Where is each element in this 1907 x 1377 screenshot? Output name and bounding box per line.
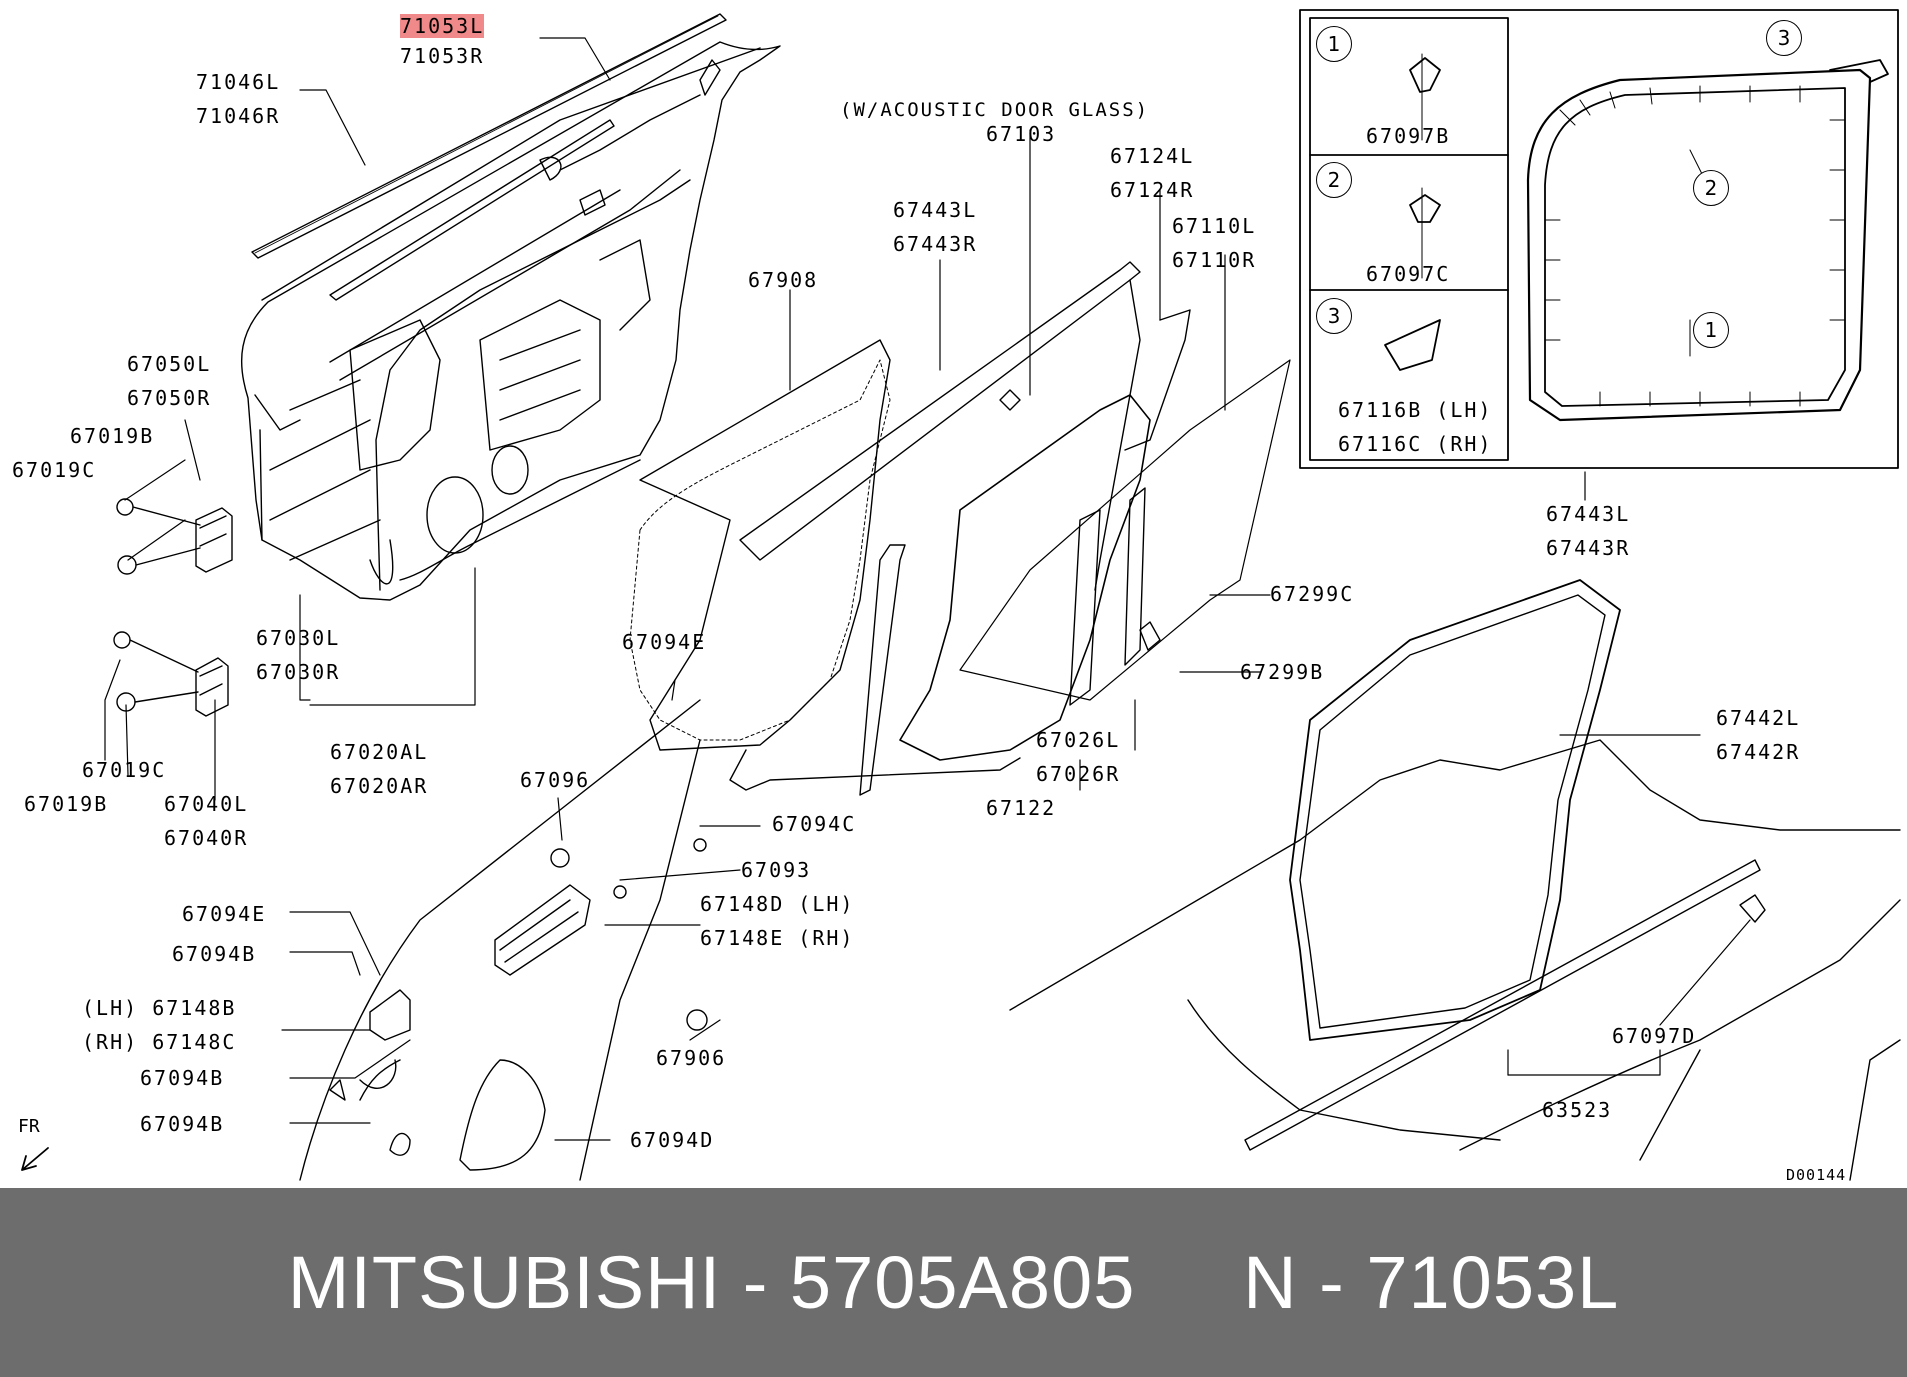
label-67030L[interactable]: 67030L xyxy=(256,626,341,650)
label-71046R[interactable]: 71046R xyxy=(196,104,281,128)
label-71053R[interactable]: 71053R xyxy=(400,44,485,68)
label-67124L[interactable]: 67124L xyxy=(1110,144,1195,168)
label-67026R[interactable]: 67026R xyxy=(1036,762,1121,786)
label-67299B[interactable]: 67299B xyxy=(1240,660,1325,684)
clip-inset xyxy=(1299,9,1899,469)
label-67094E-left[interactable]: 67094E xyxy=(182,902,267,926)
label-67097B[interactable]: 67097B xyxy=(1366,124,1451,148)
diagram-reference-code: D00144 xyxy=(1786,1166,1847,1184)
label-67906[interactable]: 67906 xyxy=(656,1046,727,1070)
label-67097C[interactable]: 67097C xyxy=(1366,262,1451,286)
callout-1-inset: 1 xyxy=(1316,26,1352,62)
label-67096[interactable]: 67096 xyxy=(520,768,591,792)
label-67020AR[interactable]: 67020AR xyxy=(330,774,429,798)
fr-label: FR xyxy=(18,1116,40,1137)
label-67116B[interactable]: 67116B (LH) xyxy=(1338,398,1493,422)
label-67019B-top[interactable]: 67019B xyxy=(70,424,155,448)
label-67443L-top[interactable]: 67443L xyxy=(893,198,978,222)
label-acoustic: (W/ACOUSTIC DOOR GLASS) xyxy=(840,99,1150,121)
label-67094B-2[interactable]: 67094B xyxy=(140,1066,225,1090)
label-67443R-right[interactable]: 67443R xyxy=(1546,536,1631,560)
label-67094C[interactable]: 67094C xyxy=(772,812,857,836)
label-67148D[interactable]: 67148D (LH) xyxy=(700,892,855,916)
label-67094E-top[interactable]: 67094E xyxy=(622,630,707,654)
label-67116C[interactable]: 67116C (RH) xyxy=(1338,432,1493,456)
label-71046L[interactable]: 71046L xyxy=(196,70,281,94)
label-67026L[interactable]: 67026L xyxy=(1036,728,1121,752)
sealing-sheet xyxy=(629,359,891,741)
label-67093[interactable]: 67093 xyxy=(741,858,812,882)
label-67097D[interactable]: 67097D xyxy=(1612,1024,1697,1048)
callout-3-inset: 3 xyxy=(1316,298,1352,334)
label-67442L[interactable]: 67442L xyxy=(1716,706,1801,730)
label-67020AL[interactable]: 67020AL xyxy=(330,740,429,764)
label-67050R[interactable]: 67050R xyxy=(127,386,212,410)
parts-diagram xyxy=(21,9,1901,1181)
label-67908[interactable]: 67908 xyxy=(748,268,819,292)
label-67299C[interactable]: 67299C xyxy=(1270,582,1355,606)
callout-1-seal: 1 xyxy=(1693,312,1729,348)
label-67040L[interactable]: 67040L xyxy=(164,792,249,816)
label-67094D[interactable]: 67094D xyxy=(630,1128,715,1152)
footer-bar: MITSUBISHI - 5705A805 N - 71053L xyxy=(0,1188,1907,1377)
door-glass-area xyxy=(639,261,1291,796)
label-67148E[interactable]: 67148E (RH) xyxy=(700,926,855,950)
body-opening-area xyxy=(1009,579,1901,1181)
callout-3-seal: 3 xyxy=(1766,20,1802,56)
label-67030R[interactable]: 67030R xyxy=(256,660,341,684)
hinge-lower xyxy=(113,631,229,717)
label-67110L[interactable]: 67110L xyxy=(1172,214,1257,238)
label-67148B[interactable]: (LH) 67148B xyxy=(82,996,237,1020)
hinge-upper xyxy=(116,498,233,575)
door-trim-area xyxy=(299,699,708,1181)
label-67443L-right[interactable]: 67443L xyxy=(1546,502,1631,526)
label-67124R[interactable]: 67124R xyxy=(1110,178,1195,202)
label-67122[interactable]: 67122 xyxy=(986,796,1057,820)
label-67110R[interactable]: 67110R xyxy=(1172,248,1257,272)
label-67019B-bottom[interactable]: 67019B xyxy=(24,792,109,816)
label-67094B-1[interactable]: 67094B xyxy=(172,942,257,966)
label-71053L[interactable]: 71053L xyxy=(400,14,485,38)
label-63523[interactable]: 63523 xyxy=(1542,1098,1613,1122)
label-67040R[interactable]: 67040R xyxy=(164,826,249,850)
label-67442R[interactable]: 67442R xyxy=(1716,740,1801,764)
inset-ticks xyxy=(1421,53,1846,407)
callout-2-seal: 2 xyxy=(1693,170,1729,206)
label-67443R-top[interactable]: 67443R xyxy=(893,232,978,256)
label-67050L[interactable]: 67050L xyxy=(127,352,212,376)
callout-2-inset: 2 xyxy=(1316,162,1352,198)
label-67094B-3[interactable]: 67094B xyxy=(140,1112,225,1136)
label-67103[interactable]: 67103 xyxy=(986,122,1057,146)
belt-moulding-strips xyxy=(251,13,727,301)
footer-part-number: MITSUBISHI - 5705A805 N - 71053L xyxy=(287,1241,1620,1324)
fr-arrow-icon xyxy=(21,1147,49,1171)
label-67148C[interactable]: (RH) 67148C xyxy=(82,1030,237,1054)
label-67019C-top[interactable]: 67019C xyxy=(12,458,97,482)
leader-lines xyxy=(104,37,1751,1141)
door-panel-assembly xyxy=(240,41,781,601)
label-67019C-bottom[interactable]: 67019C xyxy=(82,758,167,782)
